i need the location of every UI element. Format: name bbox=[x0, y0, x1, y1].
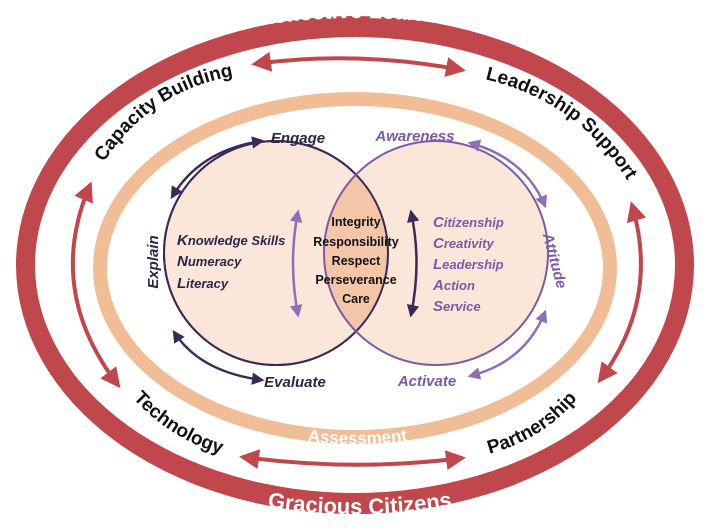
label-explain: Explain bbox=[145, 235, 162, 288]
list-item-citizenship: Citizenship bbox=[433, 214, 504, 231]
list-item-creativity: Creativity bbox=[433, 235, 494, 252]
arrow-right bbox=[597, 201, 647, 384]
arrow-awareness bbox=[467, 139, 547, 209]
svg-text:Assessment: Assessment bbox=[307, 426, 408, 448]
arrow-evaluate bbox=[172, 329, 265, 385]
label-activate: Activate bbox=[397, 373, 456, 390]
list-item-leadership: Leadership bbox=[433, 256, 504, 273]
value-care: Care bbox=[342, 292, 370, 306]
label-engage: Engage bbox=[271, 130, 325, 147]
arrow-top bbox=[251, 51, 466, 77]
arrow-activate bbox=[467, 309, 548, 380]
list-item-literacy: Literacy bbox=[177, 275, 229, 292]
label-awareness: Awareness bbox=[374, 128, 454, 145]
band-label-assessment: Assessment bbox=[307, 426, 408, 448]
list-item-action: Action bbox=[432, 277, 475, 294]
list-item-service: Service bbox=[433, 298, 481, 315]
arrow-overlap-right bbox=[406, 209, 420, 318]
list-item-knowledge-skills: Knowledge Skills bbox=[177, 232, 285, 249]
list-item-numeracy: Numeracy bbox=[177, 253, 242, 270]
arrow-left bbox=[70, 181, 121, 389]
value-perseverance: Perseverance bbox=[315, 273, 396, 287]
arrow-engage bbox=[170, 136, 265, 200]
value-respect: Respect bbox=[332, 254, 381, 268]
arrow-bottom bbox=[239, 449, 466, 470]
value-responsibility: Responsibility bbox=[313, 235, 398, 249]
value-integrity: Integrity bbox=[331, 215, 380, 229]
left-circle-outline bbox=[163, 140, 389, 366]
right-circle bbox=[323, 140, 549, 366]
arrow-overlap-left bbox=[289, 209, 303, 318]
label-evaluate: Evaluate bbox=[264, 374, 326, 391]
